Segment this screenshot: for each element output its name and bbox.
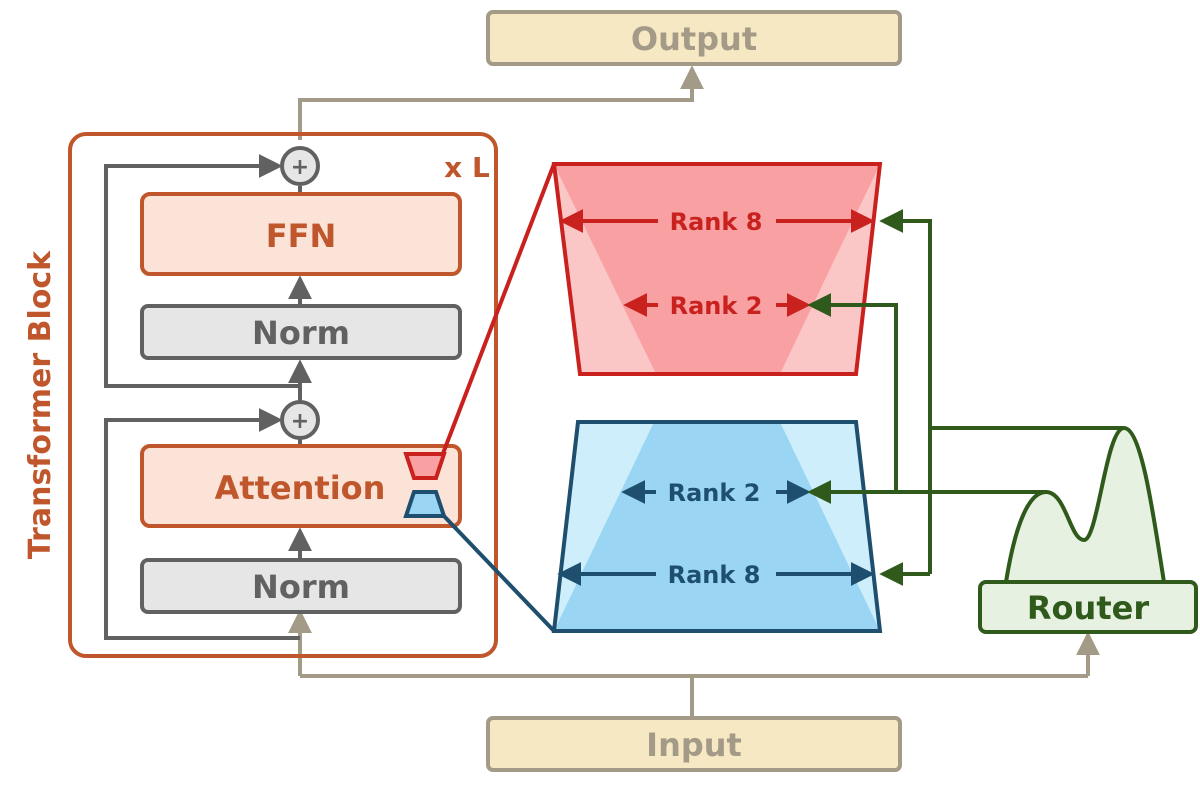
- router-connectors: [807, 209, 1124, 586]
- norm-lower-label: Norm: [252, 568, 350, 606]
- input-label: Input: [646, 726, 742, 764]
- ffn-label: FFN: [266, 217, 337, 255]
- upper-rank8-label: Rank 8: [670, 208, 763, 236]
- mini-adapter-upper-icon: [403, 452, 447, 480]
- add-node-upper: +: [280, 146, 320, 186]
- residual-skip-upper: [104, 154, 300, 388]
- upper-adapter-rank2-region: [554, 164, 880, 374]
- mini-adapter-lower-icon: [403, 490, 447, 518]
- router: Router: [978, 425, 1198, 634]
- transformer-block: Transformer Block x L + + FFN: [23, 132, 498, 658]
- attention-label: Attention: [215, 469, 386, 507]
- router-box: [978, 580, 1198, 634]
- add-node-lower-label: +: [291, 409, 309, 434]
- norm-box-lower: Norm: [140, 558, 462, 614]
- lower-adapter-rank2-region: [554, 422, 880, 631]
- lower-adapter: Rank 2 Rank 8: [551, 420, 883, 633]
- lower-rank2-label: Rank 2: [668, 479, 761, 507]
- output-label: Output: [631, 20, 757, 58]
- norm-upper-label: Norm: [252, 314, 350, 352]
- ffn-box: FFN: [140, 192, 462, 276]
- upper-adapter-outline: [551, 162, 883, 376]
- lower-rank8-label: Rank 8: [668, 561, 761, 589]
- residual-skip-lower: [104, 408, 300, 640]
- output-box: Output: [486, 10, 902, 66]
- add-node-lower: +: [280, 400, 320, 440]
- add-node-upper-label: +: [291, 155, 309, 180]
- repeat-label: x L: [444, 151, 490, 184]
- upper-rank2-label: Rank 2: [670, 292, 763, 320]
- transformer-block-frame: [68, 132, 498, 658]
- router-label: Router: [1027, 589, 1149, 627]
- router-distribution-curve: [1003, 425, 1167, 584]
- lower-adapter-outline: [551, 420, 883, 633]
- router-to-upper-rank2: [807, 293, 898, 492]
- norm-box-upper: Norm: [140, 304, 462, 360]
- input-box: Input: [486, 716, 902, 772]
- upper-adapter: Rank 8 Rank 2: [551, 162, 883, 376]
- router-to-upper-rank8: [879, 209, 932, 574]
- transformer-block-title: Transformer Block: [23, 250, 58, 559]
- output-connector: [298, 65, 704, 140]
- zoom-line-upper: [440, 163, 556, 457]
- input-output-connectors: [288, 65, 1100, 718]
- attention-box: Attention: [140, 444, 462, 528]
- zoom-line-lower: [440, 512, 556, 633]
